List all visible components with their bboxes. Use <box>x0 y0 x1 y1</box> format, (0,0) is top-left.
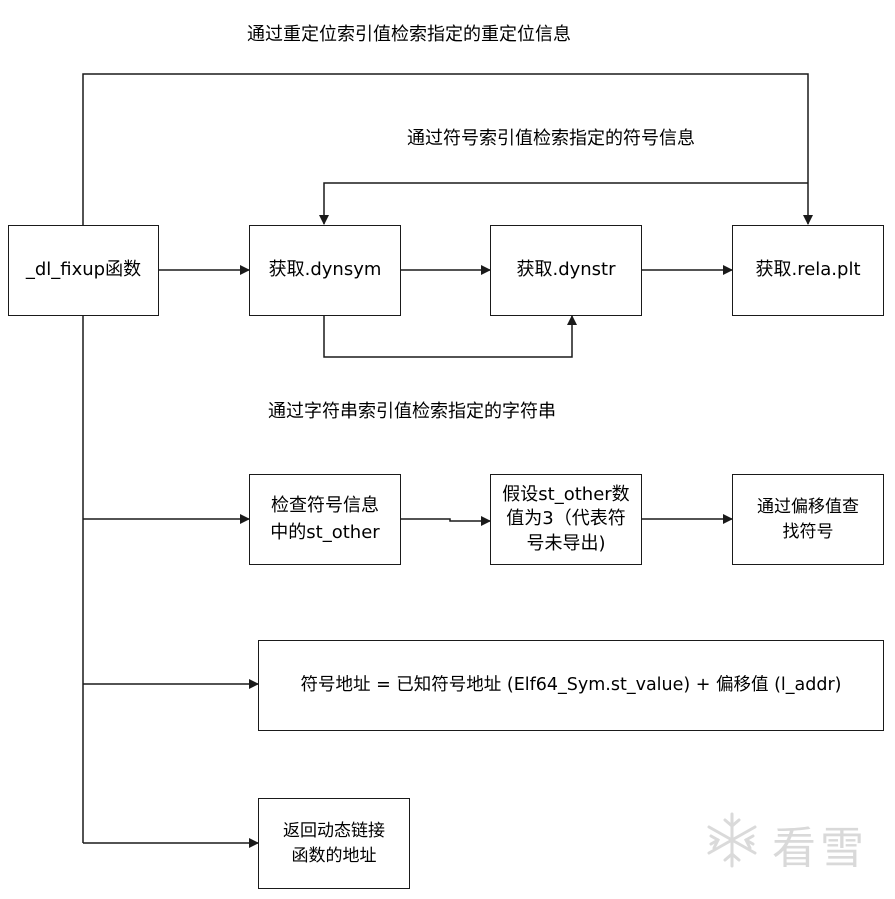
node-return-address: 返回动态链接 函数的地址 <box>258 798 410 889</box>
label-string-lookup: 通过字符串索引值检索指定的字符串 <box>268 401 556 422</box>
node-assume-st-other-line3: 号未导出) <box>526 532 606 554</box>
node-symbol-address: 符号地址 = 已知符号地址 (Elf64_Sym.st_value) + 偏移值… <box>258 640 884 731</box>
node-assume-st-other: 假设st_other数 值为3（代表符 号未导出) <box>490 474 642 565</box>
label-reloc-lookup: 通过重定位索引值检索指定的重定位信息 <box>247 24 571 45</box>
node-dl-fixup-text: _dl_fixup函数 <box>25 259 142 281</box>
node-find-by-offset-line2: 找符号 <box>782 521 834 542</box>
arrow-check-to-assume <box>400 516 491 526</box>
node-find-by-offset-line1: 通过偏移值查 <box>757 496 859 517</box>
node-assume-st-other-line2: 值为3（代表符 <box>506 508 626 530</box>
node-get-dynstr-text: 获取.dynstr <box>516 259 616 281</box>
arrow-fixup-to-relaplt-loop <box>82 73 813 225</box>
node-get-dynsym: 获取.dynsym <box>249 225 401 316</box>
node-return-address-line1: 返回动态链接 <box>283 820 385 841</box>
node-find-by-offset: 通过偏移值查 找符号 <box>732 474 884 565</box>
node-check-st-other-line1: 检查符号信息 <box>271 495 379 517</box>
node-return-address-line2: 函数的地址 <box>291 845 377 866</box>
node-get-dynsym-text: 获取.dynsym <box>268 259 382 281</box>
node-get-rela-plt-text: 获取.rela.plt <box>755 259 861 281</box>
node-assume-st-other-line1: 假设st_other数 <box>502 484 630 506</box>
node-get-dynstr: 获取.dynstr <box>490 225 642 316</box>
node-check-st-other-line2: 中的st_other <box>270 521 380 543</box>
label-symbol-lookup: 通过符号索引值检索指定的符号信息 <box>407 128 695 149</box>
arrow-dynsym-to-dynstr-bottom <box>323 315 577 358</box>
node-dl-fixup: _dl_fixup函数 <box>8 225 159 316</box>
node-get-rela-plt: 获取.rela.plt <box>732 225 884 316</box>
arrow-relaplt-to-dynsym <box>319 182 808 225</box>
snowflake-icon <box>707 812 757 868</box>
node-check-st-other: 检查符号信息 中的st_other <box>249 474 401 565</box>
watermark-text: 看雪 <box>772 823 868 874</box>
node-symbol-address-text: 符号地址 = 已知符号地址 (Elf64_Sym.st_value) + 偏移值… <box>300 674 842 695</box>
